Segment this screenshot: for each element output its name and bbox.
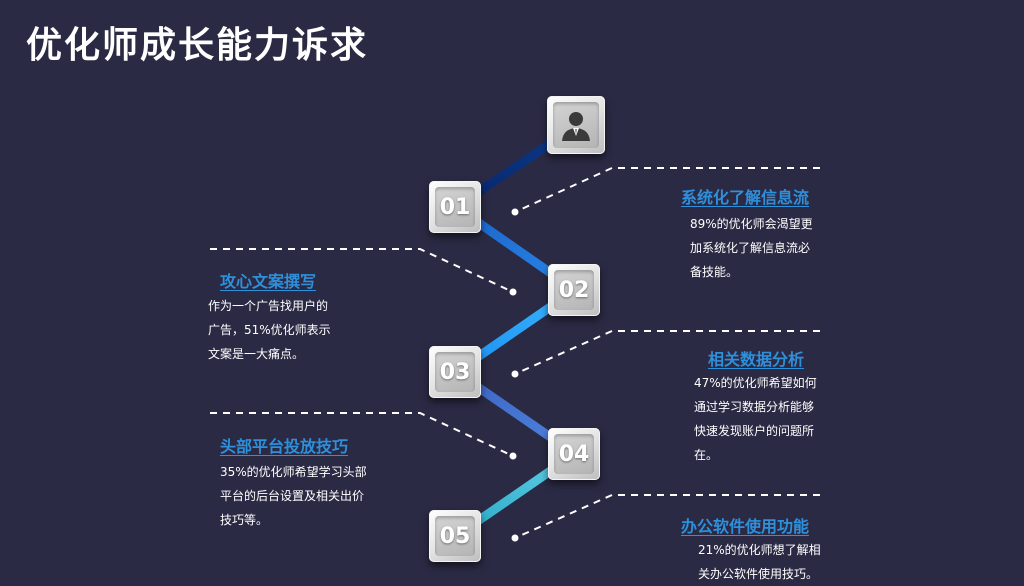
desc-line: 通过学习数据分析能够 <box>694 400 815 414</box>
step-04-heading: 头部平台投放技巧 <box>220 437 349 456</box>
desc-line: 广告，51%优化师表示 <box>208 323 331 337</box>
step-number: 01 <box>439 194 471 220</box>
dashed-leader <box>514 330 820 375</box>
desc-line: 在。 <box>694 448 719 462</box>
page-title: 优化师成长能力诉求 <box>26 25 369 66</box>
step-number: 02 <box>558 277 590 303</box>
leader-dot <box>509 452 517 460</box>
desc-line: 加系统化了解信息流必 <box>690 241 811 255</box>
desc-line: 21%的优化师想了解相 <box>698 543 821 557</box>
desc-line: 89%的优化师会渴望更 <box>690 217 813 231</box>
desc-line: 47%的优化师希望如何 <box>694 376 817 390</box>
leader-dot <box>509 288 517 296</box>
dashed-leader <box>210 248 514 293</box>
step-02-description: 作为一个广告找用户的 广告，51%优化师表示 文案是一大痛点。 <box>208 294 331 366</box>
step-03-description: 47%的优化师希望如何 通过学习数据分析能够 快速发现账户的问题所 在。 <box>694 371 817 467</box>
desc-line: 技巧等。 <box>220 513 269 527</box>
desc-line: 快速发现账户的问题所 <box>694 424 815 438</box>
desc-line: 文案是一大痛点。 <box>208 347 305 361</box>
step-04-box: 04 <box>548 428 600 480</box>
step-number: 05 <box>439 523 471 549</box>
dashed-leader <box>514 494 820 539</box>
desc-line: 平台的后台设置及相关出价 <box>220 489 365 503</box>
dashed-leader <box>210 412 514 457</box>
dashed-leader <box>514 167 820 213</box>
step-02-heading: 攻心文案撰写 <box>220 272 317 291</box>
step-02-box: 02 <box>548 264 600 316</box>
step-05-box: 05 <box>429 510 481 562</box>
desc-line: 关办公软件使用技巧。 <box>698 567 819 581</box>
step-03-heading: 相关数据分析 <box>708 350 805 369</box>
step-number: 03 <box>439 359 471 385</box>
step-01-box: 01 <box>429 181 481 233</box>
step-05-description: 21%的优化师想了解相 关办公软件使用技巧。 <box>698 538 821 586</box>
leader-dot <box>511 534 519 542</box>
desc-line: 35%的优化师希望学习头部 <box>220 465 367 479</box>
step-05-heading: 办公软件使用功能 <box>681 517 810 536</box>
leader-dot <box>511 208 519 216</box>
step-number: 04 <box>558 441 590 467</box>
leader-dot <box>511 370 519 378</box>
step-03-box: 03 <box>429 346 481 398</box>
person-avatar-icon <box>553 102 599 148</box>
step-04-description: 35%的优化师希望学习头部 平台的后台设置及相关出价 技巧等。 <box>220 460 367 532</box>
desc-line: 作为一个广告找用户的 <box>208 299 329 313</box>
desc-line: 备技能。 <box>690 265 739 279</box>
step-01-description: 89%的优化师会渴望更 加系统化了解信息流必 备技能。 <box>690 212 813 284</box>
step-01-heading: 系统化了解信息流 <box>681 188 810 207</box>
avatar-box <box>547 96 605 154</box>
